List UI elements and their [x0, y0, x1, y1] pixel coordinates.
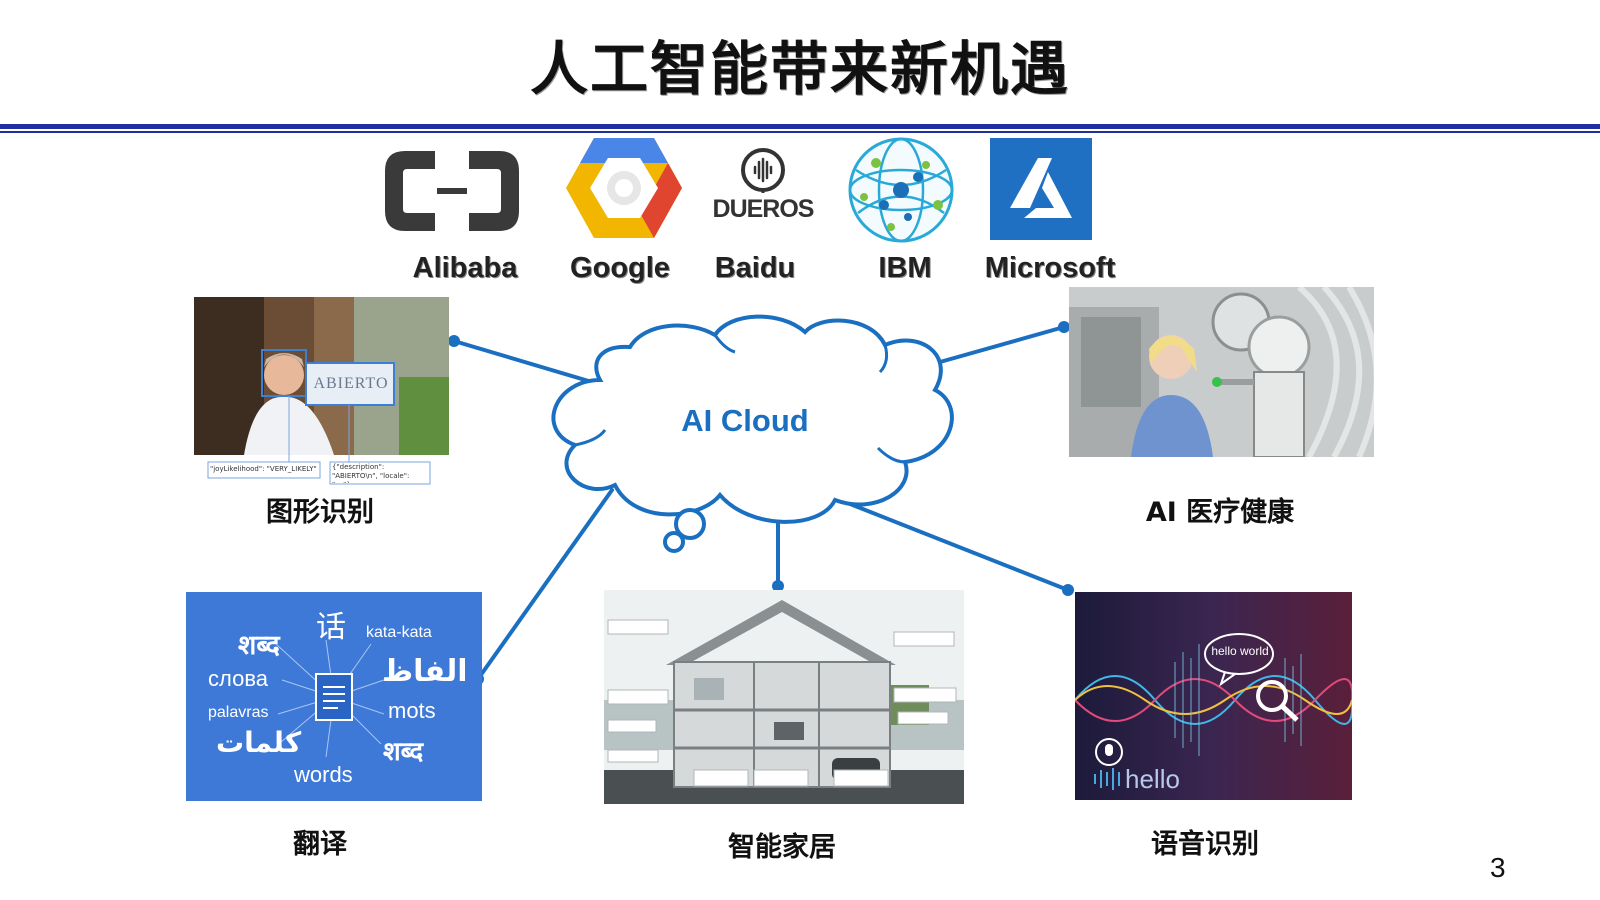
- sign-text: ABIERTO: [313, 375, 389, 392]
- dueros-text: DUEROS: [712, 195, 815, 223]
- smart-home-photo: [604, 590, 964, 804]
- ibm-watson-logo: [846, 135, 956, 245]
- connector-image-recognition: [452, 339, 594, 384]
- connector-speech: [838, 498, 1070, 592]
- magnifier-icon: [1256, 680, 1288, 712]
- dueros-logo: DUEROS: [703, 147, 823, 227]
- label-translation: 翻译: [293, 829, 347, 860]
- slide-title: 人工智能带来新机遇: [529, 35, 1070, 103]
- vendor-name-microsoft: Microsoft: [984, 252, 1116, 284]
- azure-logo: [990, 138, 1092, 240]
- word-chinese: 话: [316, 610, 346, 645]
- word-hindi-2: शब्द: [383, 737, 424, 767]
- face-and-sign-illustration: [194, 297, 449, 487]
- azure-icon: [1010, 158, 1072, 218]
- label-speech: 语音识别: [1151, 829, 1259, 860]
- translation-graphic: शब्द 话 kata-kata слова الفاظ palavras mo…: [186, 592, 482, 801]
- cloud-shape: [551, 314, 954, 553]
- translation-spokes: [275, 639, 385, 758]
- word-french: mots: [388, 698, 436, 723]
- annotation-description: {"description": "ABIERTO\n", "locale": "…: [332, 463, 410, 483]
- vendor-name-alibaba: Alibaba: [412, 252, 518, 284]
- word-malay: kata-kata: [366, 624, 432, 641]
- label-smart-home: 智能家居: [728, 832, 836, 863]
- google-cloud-logo: [564, 134, 684, 242]
- vendor-name-ibm: IBM: [878, 252, 932, 284]
- watson-globe-icon: [848, 137, 954, 243]
- connector-medical: [938, 325, 1066, 364]
- word-portuguese: palavras: [208, 704, 269, 721]
- word-hindi-1: शब्द: [238, 630, 280, 661]
- cloud-label: AI Cloud: [681, 403, 809, 438]
- connector-translation: [476, 488, 614, 681]
- document-icon: [315, 673, 353, 721]
- annotation-joy: "joyLikelihood": "VERY_LIKELY": [210, 465, 317, 473]
- word-russian: слова: [208, 666, 268, 691]
- image-recognition-photo: ABIERTO "joyLikelihood": "VERY_LIKELY" {…: [194, 297, 449, 487]
- ai-medical-photo: [1069, 287, 1374, 457]
- vendor-name-google: Google: [570, 252, 670, 284]
- title-divider-thin: [0, 131, 1600, 133]
- vendor-name-baidu: Baidu: [714, 252, 796, 284]
- house-cutaway-illustration: [604, 590, 964, 804]
- google-cloud-hexagon-icon: [566, 138, 682, 238]
- wave-hello-text: hello: [1125, 764, 1180, 794]
- word-arabic-2: كلمات: [216, 726, 302, 759]
- alibaba-logo: [377, 143, 527, 240]
- word-english: words: [294, 762, 353, 787]
- sound-wave-illustration: [1075, 592, 1352, 800]
- speech-bubble-text: hello world: [1211, 644, 1269, 658]
- speech-recognition-graphic: hello world hello: [1075, 592, 1352, 800]
- label-image-recognition: 图形识别: [266, 497, 374, 528]
- microphone-icon: [741, 148, 785, 193]
- page-number: 3: [1490, 852, 1506, 883]
- alibaba-cloud-icon: [385, 151, 519, 231]
- label-medical: AI 医疗健康: [1145, 497, 1295, 528]
- mic-icon: [1095, 738, 1123, 766]
- word-arabic-1: الفاظ: [382, 654, 468, 689]
- robot-doctor-illustration: [1069, 287, 1374, 457]
- title-divider: [0, 124, 1600, 129]
